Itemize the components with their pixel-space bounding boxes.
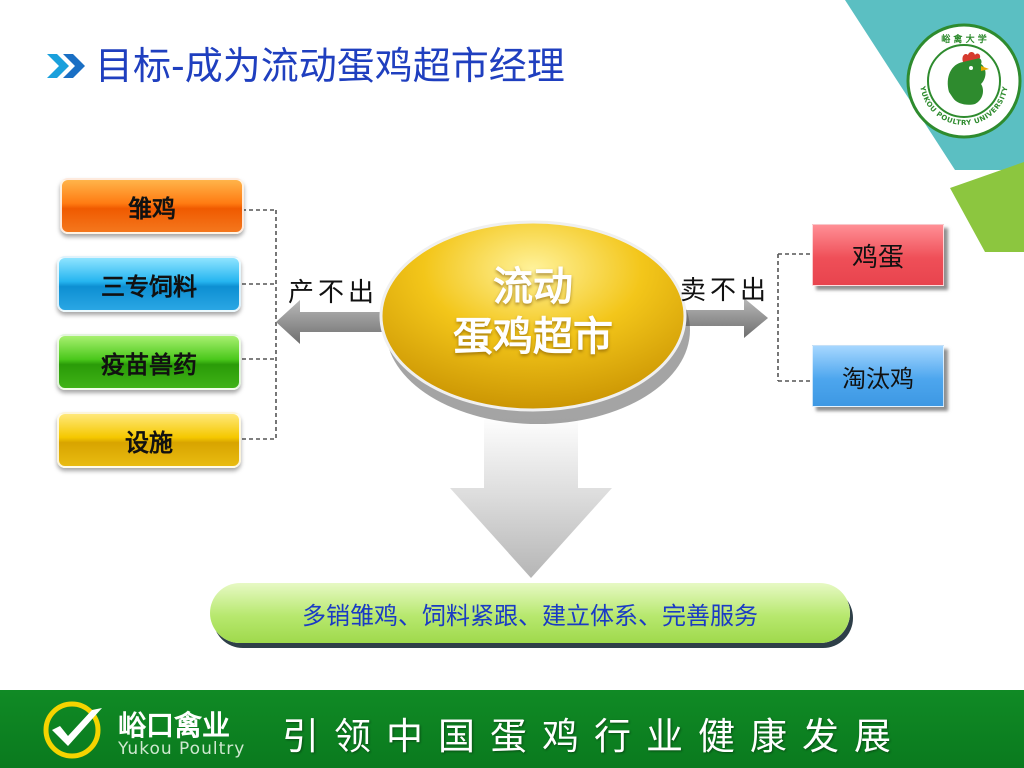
input-label: 三专饲料 bbox=[101, 272, 197, 301]
left-arrow bbox=[276, 300, 384, 344]
center-ellipse bbox=[379, 220, 687, 412]
right-bracket bbox=[777, 253, 810, 382]
green-corner-shape bbox=[950, 162, 1024, 252]
output-label: 鸡蛋 bbox=[851, 242, 904, 273]
yukou-logo-icon bbox=[43, 701, 102, 759]
footer-bar bbox=[0, 690, 1024, 768]
result-bar: 多销雏鸡、饲料紧跟、建立体系、完善服务 bbox=[210, 583, 850, 643]
left-bracket bbox=[242, 209, 277, 440]
output-culled-hens-box: 淘汰鸡 bbox=[812, 345, 944, 407]
brand-name-cn: 峪口禽业 bbox=[118, 709, 231, 742]
university-logo: 峪 禽 大 学 YUKOU POULTRY UNIVERSITY bbox=[905, 22, 1023, 140]
page-title: 目标-成为流动蛋鸡超市经理 bbox=[95, 44, 565, 88]
input-label: 雏鸡 bbox=[128, 194, 176, 223]
result-text: 多销雏鸡、饲料紧跟、建立体系、完善服务 bbox=[302, 601, 758, 630]
center-label: 流动 蛋鸡超市 bbox=[383, 262, 683, 362]
brand-name-en: Yukou Poultry bbox=[118, 739, 246, 759]
input-feed-box: 三专饲料 bbox=[57, 256, 241, 312]
logo-top-text: 峪 禽 大 学 bbox=[941, 33, 986, 45]
output-eggs-box: 鸡蛋 bbox=[812, 224, 944, 286]
input-label: 设施 bbox=[125, 428, 173, 457]
input-chicks-box: 雏鸡 bbox=[60, 178, 244, 234]
center-line-2: 蛋鸡超市 bbox=[453, 314, 613, 360]
right-arrow-label: 卖不出 bbox=[680, 276, 771, 306]
right-arrow bbox=[684, 298, 768, 338]
title-bar: 目标-成为流动蛋鸡超市经理 bbox=[45, 40, 565, 92]
center-line-1: 流动 bbox=[493, 264, 573, 310]
input-label: 疫苗兽药 bbox=[101, 350, 197, 379]
input-vaccine-box: 疫苗兽药 bbox=[57, 334, 241, 390]
down-arrow bbox=[450, 415, 612, 578]
footer-slogan: 引领中国蛋鸡行业健康发展 bbox=[282, 715, 906, 758]
rooster-icon bbox=[947, 52, 989, 105]
double-chevron-icon bbox=[47, 54, 85, 78]
left-arrow-label: 产不出 bbox=[288, 278, 379, 308]
output-label: 淘汰鸡 bbox=[842, 364, 914, 393]
input-facility-box: 设施 bbox=[57, 412, 241, 468]
